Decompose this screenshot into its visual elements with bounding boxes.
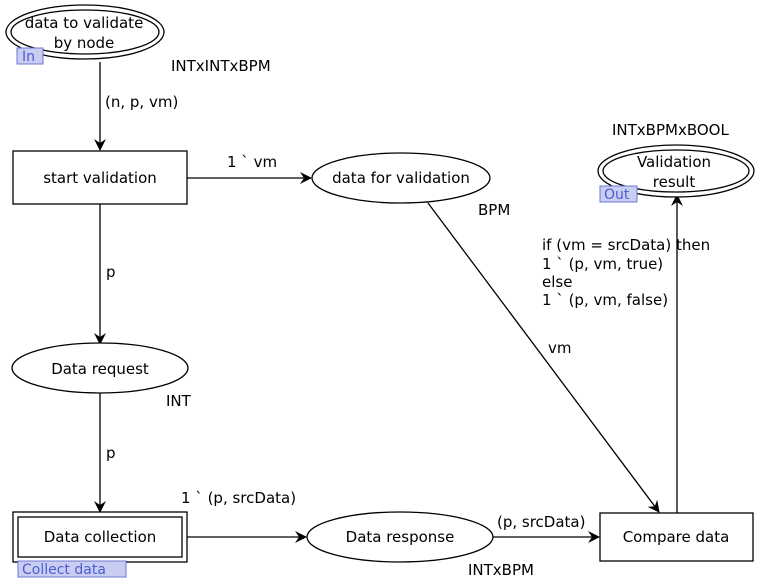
out-port-tag-label: Out (604, 187, 630, 203)
arc-dfv-to-compare-inscription: vm (548, 339, 572, 357)
place-validation-result[interactable]: Validation result (597, 144, 755, 198)
arc-data-for-validation-to-compare (427, 202, 660, 513)
arc-start-to-request-inscription: p (106, 263, 116, 281)
place-validation-result-type: INTxBPMxBOOL (612, 121, 729, 139)
arc-request-to-collection-inscription: p (106, 444, 116, 462)
out-port-tag: Out (599, 185, 638, 203)
place-data-for-validation-type: BPM (478, 201, 510, 219)
in-port-tag-label: In (22, 49, 35, 65)
place-data-response-label: Data response (346, 528, 455, 546)
arc-collection-to-response-inscription: 1 ` (p, srcData) (181, 489, 296, 507)
place-data-for-validation-label: data for validation (332, 169, 470, 187)
transition-compare-data[interactable]: Compare data (599, 512, 754, 562)
in-port-tag: In (16, 47, 44, 65)
arc-response-to-compare-inscription: (p, srcData) (497, 513, 585, 531)
place-data-request[interactable]: Data request (11, 342, 189, 394)
place-validation-result-label-line1: Validation (637, 153, 711, 171)
arc-compare-to-result-inscription-line1: if (vm = srcData) then (542, 236, 710, 254)
subpage-tag-label: Collect data (22, 562, 106, 578)
transition-data-collection[interactable]: Data collection (12, 511, 188, 563)
arc-input-to-start-inscription: (n, p, vm) (105, 93, 178, 111)
place-data-request-label: Data request (51, 360, 149, 378)
transition-compare-data-label: Compare data (623, 528, 730, 546)
place-data-to-validate-label-line2: by node (54, 34, 115, 52)
subpage-tag[interactable]: Collect data (17, 560, 127, 578)
arc-compare-to-result-inscription-line2: 1 ` (p, vm, true) (542, 255, 663, 273)
place-data-response-type: INTxBPM (468, 561, 534, 579)
transition-start-validation[interactable]: start validation (12, 150, 188, 205)
place-validation-result-label-line2: result (653, 173, 696, 191)
arc-compare-to-result-inscription-line3: else (542, 273, 572, 291)
place-data-response[interactable]: Data response (306, 511, 494, 563)
place-data-for-validation[interactable]: data for validation (311, 152, 491, 204)
arc-compare-to-result-inscription-line4: 1 ` (p, vm, false) (542, 291, 668, 309)
place-data-request-type: INT (166, 392, 192, 410)
transition-data-collection-label: Data collection (44, 528, 157, 546)
transition-start-validation-label: start validation (43, 169, 157, 187)
arc-start-to-dfv-inscription: 1 ` vm (227, 153, 277, 171)
place-data-to-validate-label-line1: data to validate (25, 14, 144, 32)
place-data-to-validate-type: INTxINTxBPM (171, 57, 271, 75)
place-data-to-validate[interactable]: data to validate by node (5, 4, 165, 60)
